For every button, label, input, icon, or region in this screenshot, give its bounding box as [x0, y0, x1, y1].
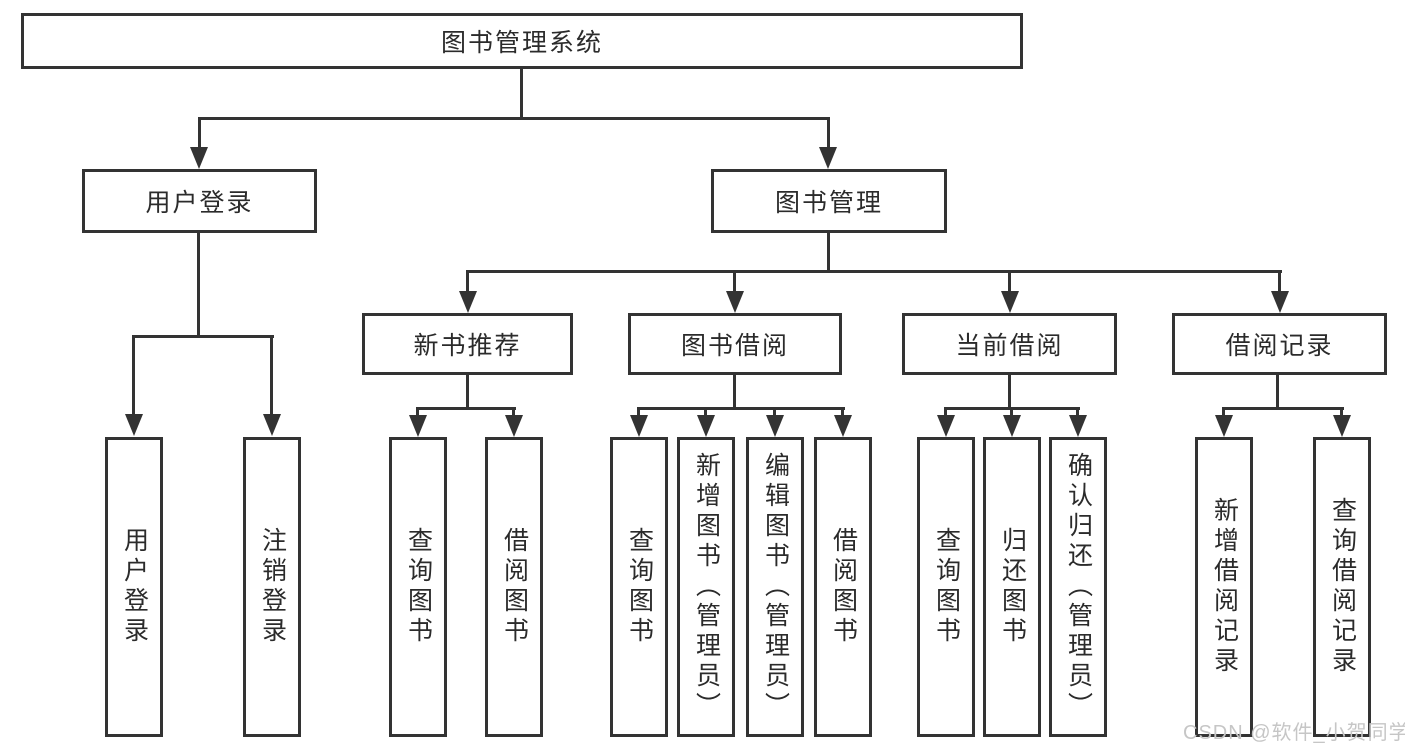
- connector-to-new-book-stem: [466, 272, 469, 292]
- connector-book-borrow-horizontal: [637, 407, 845, 410]
- leaf-query-book-current: 查询图书: [917, 437, 975, 737]
- connector-user-login-down: [197, 233, 200, 337]
- leaf-edit-book-admin: 编辑图书（管理员）: [746, 437, 804, 737]
- arrow-to-leaf-query-book-2: [630, 415, 648, 437]
- node-current-borrow: 当前借阅: [902, 313, 1117, 375]
- arrow-to-leaf-return-book: [1003, 415, 1021, 437]
- arrow-to-book-management: [819, 147, 837, 169]
- connector-level1-horizontal: [198, 117, 830, 120]
- connector-book-management-down: [827, 233, 830, 273]
- connector-to-book-borrow-stem: [733, 272, 736, 292]
- leaf-label: 用户登录: [120, 527, 149, 647]
- connector-user-login-horizontal: [132, 335, 274, 338]
- connector-leaf-stem: [944, 409, 947, 416]
- leaf-label: 确认归还（管理员）: [1064, 452, 1093, 722]
- arrow-to-leaf-query-book-1: [409, 415, 427, 437]
- leaf-label: 注销登录: [258, 527, 287, 647]
- connector-leaf-stem: [1222, 409, 1225, 416]
- connector-leaf-stem: [512, 409, 515, 416]
- leaf-query-book-newbook: 查询图书: [389, 437, 447, 737]
- leaf-label: 借阅图书: [500, 527, 529, 647]
- arrow-to-leaf-user-login: [125, 414, 143, 436]
- arrow-to-borrow-records: [1271, 291, 1289, 313]
- arrow-to-leaf-add-record: [1215, 415, 1233, 437]
- connector-new-book-down: [466, 375, 469, 409]
- leaf-label: 编辑图书（管理员）: [761, 452, 790, 722]
- node-label: 图书管理: [774, 189, 883, 217]
- connector-current-borrow-horizontal: [944, 407, 1080, 410]
- arrow-to-leaf-add-book: [697, 415, 715, 437]
- node-label: 新书推荐: [413, 332, 522, 360]
- leaf-borrow-book-borrow: 借阅图书: [814, 437, 872, 737]
- leaf-user-login: 用户登录: [105, 437, 163, 737]
- connector-to-leaf-logout-stem: [270, 337, 273, 414]
- node-book-borrow: 图书借阅: [628, 313, 842, 375]
- node-book-management: 图书管理: [711, 169, 947, 233]
- leaf-label: 借阅图书: [829, 527, 858, 647]
- connector-leaf-stem: [1010, 409, 1013, 416]
- arrow-to-leaf-logout: [263, 414, 281, 436]
- node-label: 借阅记录: [1225, 332, 1334, 360]
- connector-borrow-records-down: [1276, 375, 1279, 409]
- leaf-label: 查询图书: [625, 527, 654, 647]
- leaf-add-book-admin: 新增图书（管理员）: [677, 437, 735, 737]
- node-label: 图书借阅: [680, 332, 789, 360]
- connector-leaf-stem: [416, 409, 419, 416]
- connector-current-borrow-down: [1008, 375, 1011, 409]
- connector-leaf-stem: [704, 409, 707, 416]
- arrow-to-leaf-query-record: [1333, 415, 1351, 437]
- node-label: 图书管理系统: [440, 29, 603, 57]
- connector-to-leaf-user-login-stem: [132, 337, 135, 414]
- connector-book-borrow-down: [733, 375, 736, 409]
- csdn-watermark: CSDN @软件_小贺同学: [1183, 722, 1405, 744]
- leaf-label: 新增图书（管理员）: [692, 452, 721, 722]
- leaf-borrow-book-newbook: 借阅图书: [485, 437, 543, 737]
- connector-to-book-management-stem: [827, 119, 830, 147]
- leaf-label: 新增借阅记录: [1210, 497, 1239, 677]
- arrow-to-book-borrow: [726, 291, 744, 313]
- leaf-confirm-return-admin: 确认归还（管理员）: [1049, 437, 1107, 737]
- arrow-to-current-borrow: [1001, 291, 1019, 313]
- leaf-return-book: 归还图书: [983, 437, 1041, 737]
- node-label: 用户登录: [145, 189, 254, 217]
- leaf-label: 查询图书: [404, 527, 433, 647]
- leaf-label: 查询借阅记录: [1328, 497, 1357, 677]
- connector-to-borrow-records-stem: [1278, 272, 1281, 292]
- connector-level2-horizontal: [466, 270, 1282, 273]
- arrow-to-user-login: [190, 147, 208, 169]
- connector-leaf-stem: [637, 409, 640, 416]
- connector-borrow-records-horizontal: [1222, 407, 1344, 410]
- leaf-add-borrow-record: 新增借阅记录: [1195, 437, 1253, 737]
- leaf-logout: 注销登录: [243, 437, 301, 737]
- node-borrow-records: 借阅记录: [1172, 313, 1387, 375]
- arrow-to-leaf-borrow-book-1: [505, 415, 523, 437]
- arrow-to-new-book: [459, 291, 477, 313]
- leaf-label: 归还图书: [998, 527, 1027, 647]
- leaf-query-book-borrow: 查询图书: [610, 437, 668, 737]
- node-root-library-management-system: 图书管理系统: [21, 13, 1023, 69]
- node-label: 当前借阅: [955, 332, 1064, 360]
- arrow-to-leaf-query-book-3: [937, 415, 955, 437]
- arrow-to-leaf-borrow-book-2: [834, 415, 852, 437]
- connector-new-book-horizontal: [416, 407, 516, 410]
- connector-root-down: [520, 69, 523, 119]
- connector-leaf-stem: [773, 409, 776, 416]
- leaf-query-borrow-record: 查询借阅记录: [1313, 437, 1371, 737]
- connector-leaf-stem: [841, 409, 844, 416]
- node-new-book-recommend: 新书推荐: [362, 313, 573, 375]
- connector-leaf-stem: [1340, 409, 1343, 416]
- connector-leaf-stem: [1076, 409, 1079, 416]
- arrow-to-leaf-confirm-return: [1069, 415, 1087, 437]
- node-user-login: 用户登录: [82, 169, 317, 233]
- connector-to-user-login-stem: [198, 119, 201, 147]
- connector-to-current-borrow-stem: [1008, 272, 1011, 292]
- leaf-label: 查询图书: [932, 527, 961, 647]
- arrow-to-leaf-edit-book: [766, 415, 784, 437]
